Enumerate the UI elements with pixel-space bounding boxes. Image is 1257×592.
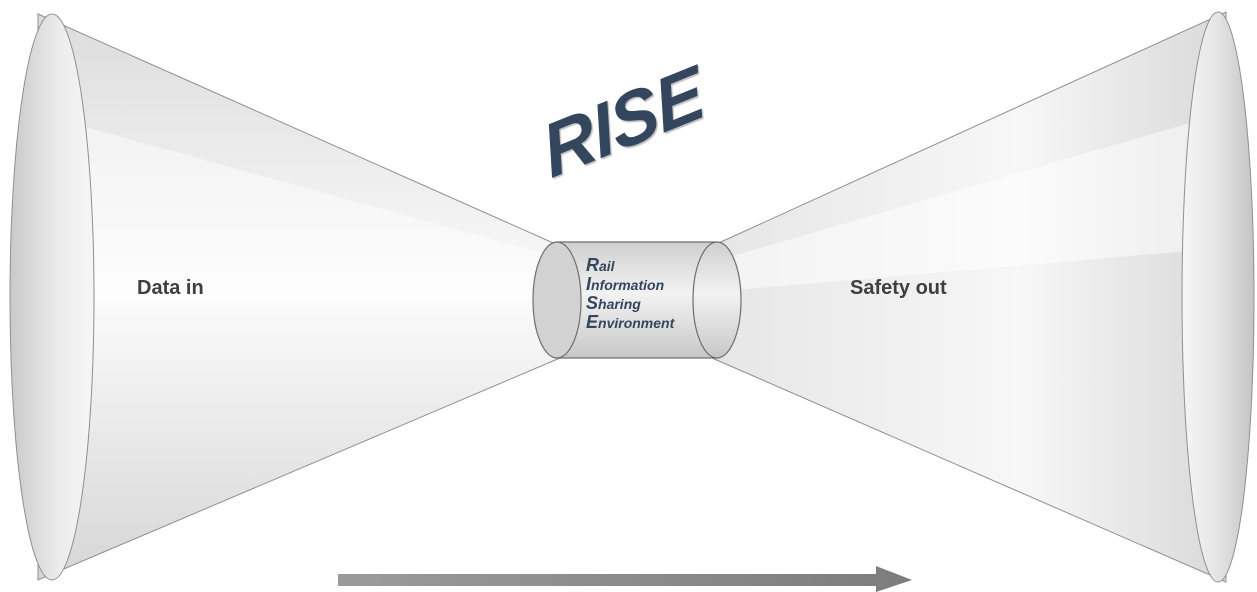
data-in-label: Data in bbox=[137, 277, 204, 299]
rise-tube bbox=[556, 241, 742, 359]
acronym-line-rail: Rail bbox=[586, 255, 615, 275]
rise-acronym: Rail Information Sharing Environment bbox=[586, 256, 674, 332]
output-funnel bbox=[711, 11, 1227, 583]
safety-out-label: Safety out bbox=[850, 277, 947, 299]
output-funnel-highlight bbox=[712, 120, 1200, 292]
flow-arrow bbox=[338, 566, 912, 592]
input-funnel-highlight bbox=[60, 120, 560, 300]
acronym-line-sharing: Sharing bbox=[586, 293, 641, 313]
acronym-line-information: Information bbox=[586, 274, 665, 294]
input-funnel-mouth bbox=[9, 13, 95, 581]
rise-tube-right-end bbox=[692, 241, 718, 359]
output-funnel-mouth bbox=[1181, 11, 1255, 583]
rise-tube-left-end bbox=[532, 241, 582, 359]
acronym-line-environment: Environment bbox=[586, 312, 675, 332]
